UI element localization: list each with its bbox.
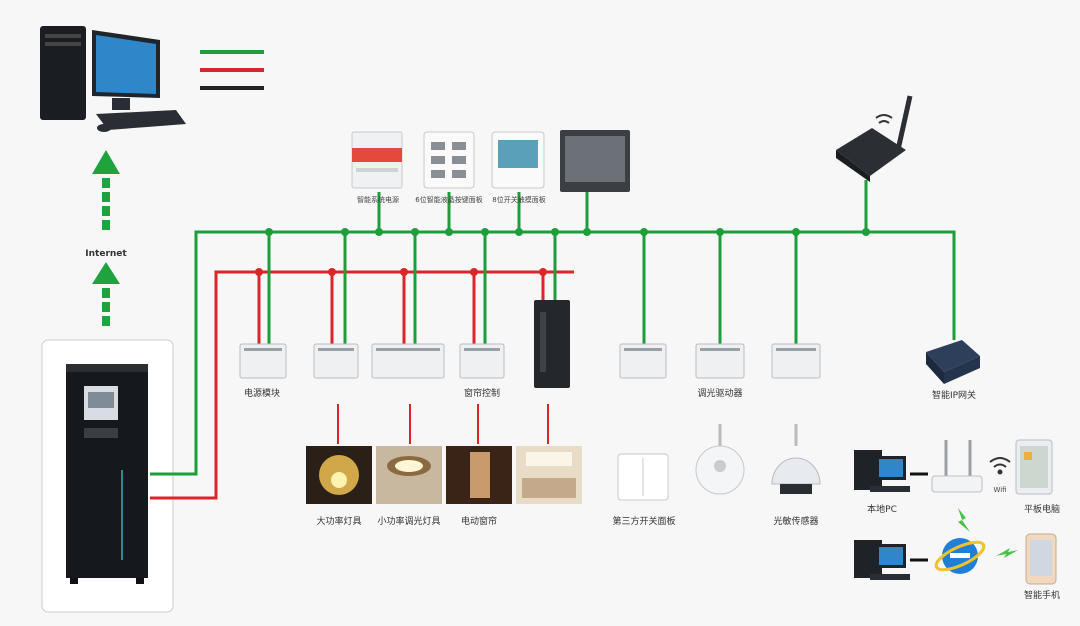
touch-switch-panel bbox=[491, 131, 545, 189]
ip-gateway-label: 智能IP网关 bbox=[932, 389, 976, 401]
high-power-lamp bbox=[306, 446, 372, 504]
motion-sensor bbox=[695, 424, 745, 495]
ceiling-room bbox=[516, 446, 582, 504]
third-party-label: 第三方开关面板 bbox=[612, 515, 675, 527]
red-drops bbox=[257, 272, 545, 344]
control-cabinet bbox=[41, 339, 174, 613]
touch-screen bbox=[560, 130, 630, 192]
phone-label: 智能手机 bbox=[1024, 589, 1060, 601]
browser-icon bbox=[934, 538, 986, 574]
host-computer bbox=[40, 26, 186, 132]
green-bus bbox=[150, 230, 956, 476]
mod-power-label: 电源模块 bbox=[244, 387, 280, 399]
wifi-icon bbox=[989, 457, 1011, 475]
dimmable-lamp bbox=[376, 446, 442, 504]
wifi-label: Wifi bbox=[993, 486, 1006, 494]
rail-module-strips bbox=[244, 348, 816, 351]
internet-label: Internet bbox=[85, 249, 127, 259]
smartphone bbox=[1025, 533, 1057, 585]
light-sensor-dome bbox=[771, 424, 821, 494]
lightning-icon bbox=[958, 508, 970, 532]
legend-lines bbox=[200, 50, 264, 90]
third-party-switch bbox=[617, 453, 669, 501]
lightning-icon-right bbox=[996, 548, 1018, 558]
tablet-label: 平板电脑 bbox=[1024, 503, 1060, 515]
red-bus bbox=[150, 270, 574, 500]
load-drops bbox=[337, 404, 549, 444]
red-junctions bbox=[255, 268, 547, 276]
tablet bbox=[1015, 439, 1053, 495]
load-curtain-label: 电动窗帘 bbox=[461, 515, 497, 527]
mod-dimmer-label: 调光驱动器 bbox=[697, 387, 742, 399]
system-power-supply bbox=[351, 131, 403, 189]
load-dimmable-label: 小功率调光灯具 bbox=[377, 515, 440, 527]
ip-gateway-device bbox=[926, 340, 980, 384]
remote-pc bbox=[854, 540, 910, 580]
green-drops bbox=[267, 180, 868, 344]
internet-link: Internet bbox=[85, 150, 127, 326]
load-high-label: 大功率灯具 bbox=[316, 515, 361, 527]
wireless-router bbox=[836, 95, 913, 182]
lcd-key-panel bbox=[423, 131, 475, 189]
dimmer-drive-unit bbox=[534, 300, 570, 388]
green-junctions bbox=[265, 228, 870, 236]
light-sensor-label: 光敏传感器 bbox=[773, 515, 818, 527]
rail-modules bbox=[239, 343, 821, 379]
local-pc-label: 本地PC bbox=[867, 503, 897, 515]
local-pc bbox=[854, 450, 910, 492]
top-panel-a-label: 6位智能液晶按键面板 bbox=[415, 195, 482, 204]
top-power-label: 智能系统电源 bbox=[357, 195, 399, 204]
top-panel-b-label: 8位开关触摸面板 bbox=[492, 195, 545, 204]
electric-curtain bbox=[446, 446, 512, 504]
wifi-router bbox=[931, 440, 983, 493]
mod-curtain-label: 窗帘控制 bbox=[464, 387, 500, 399]
